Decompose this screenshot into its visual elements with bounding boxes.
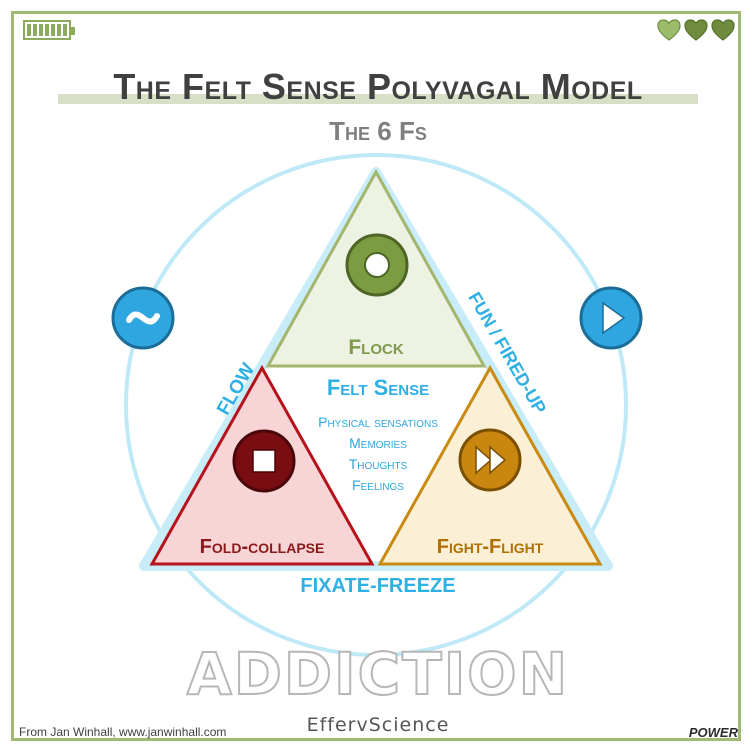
play-icon[interactable] <box>579 286 643 350</box>
heart-icon <box>684 19 708 41</box>
outer-circle <box>124 153 628 657</box>
battery-icon <box>23 20 75 40</box>
power-logo: POWER <box>688 725 738 740</box>
center-item: Memories <box>349 435 407 451</box>
fold-collapse-label: Fold-collapse <box>200 536 325 558</box>
page-title: The Felt Sense Polyvagal Model <box>113 66 643 107</box>
credit-text: From Jan Winhall, www.janwinhall.com <box>19 725 227 739</box>
hearts-group <box>656 17 736 43</box>
heart-icon <box>657 19 681 41</box>
stop-icon[interactable] <box>232 429 296 493</box>
heart-icon <box>711 19 735 41</box>
fixate-freeze-label: FIXATE-FREEZE <box>300 575 455 597</box>
addiction-watermark: ADDICTION <box>186 639 570 709</box>
brand-logo: EffervScience <box>306 714 450 736</box>
center-item: Thoughts <box>349 456 408 472</box>
center-item: Feelings <box>352 477 404 493</box>
flock-label: Flock <box>348 336 403 359</box>
wave-icon[interactable] <box>111 286 175 350</box>
title-underline <box>58 94 698 104</box>
fight-flight-label: Fight-Flight <box>437 536 544 558</box>
outer-frame <box>11 11 741 741</box>
fast-forward-icon[interactable] <box>458 428 522 492</box>
felt-sense-heading: Felt Sense <box>327 375 429 400</box>
page-subtitle: The 6 Fs <box>329 116 427 146</box>
circle-icon[interactable] <box>345 233 409 297</box>
center-item: Physical sensations <box>318 414 438 430</box>
